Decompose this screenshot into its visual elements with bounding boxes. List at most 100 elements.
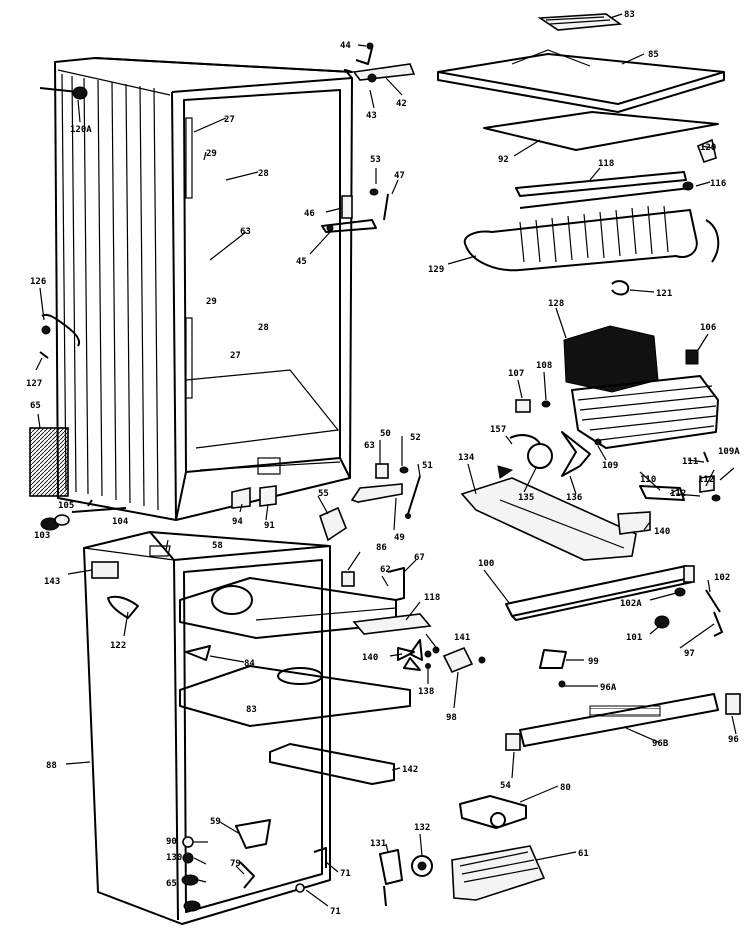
callout-28-mid: 28 <box>258 323 269 333</box>
callout-127: 127 <box>26 379 42 389</box>
callout-113: 134 <box>458 453 475 463</box>
kickplate-group <box>379 693 741 907</box>
callout-120: 120 <box>700 143 716 153</box>
callout-28-top: 28 <box>258 169 269 179</box>
condenser-coils <box>577 385 717 441</box>
callout-104: 104 <box>112 517 129 527</box>
upper-cabinet <box>54 57 353 521</box>
callout-122: 122 <box>110 641 126 651</box>
callout-130: 131 <box>370 839 386 849</box>
callout-92: 92 <box>498 155 509 165</box>
callout-118-low: 118 <box>424 593 440 603</box>
callout-136: 109 <box>602 461 618 471</box>
fan-group <box>397 639 486 674</box>
callout-67: 67 <box>414 553 425 563</box>
callout-118: 118 <box>598 159 614 169</box>
callout-29-top: 29 <box>206 149 217 159</box>
callout-97: 97 <box>684 649 695 659</box>
bottom-parts <box>181 819 327 912</box>
callout-132: 61 <box>578 849 589 859</box>
callout-80: 59 <box>210 817 221 827</box>
callout-103: 103 <box>34 531 50 541</box>
callout-45: 45 <box>296 257 307 267</box>
callout-44: 44 <box>340 41 351 51</box>
callout-84: 84 <box>244 659 255 669</box>
callout-29-mid: 29 <box>206 297 217 307</box>
evaporator-group <box>463 171 720 296</box>
callout-42: 42 <box>396 99 407 109</box>
callout-54: 88 <box>46 761 57 771</box>
callout-106: 106 <box>700 323 716 333</box>
callout-65: 65 <box>30 401 41 411</box>
callout-49: 49 <box>394 533 405 543</box>
callout-138: 98 <box>446 713 457 723</box>
callout-50: 50 <box>380 429 391 439</box>
callout-83: 83 <box>624 10 635 20</box>
callout-46: 46 <box>304 209 315 219</box>
callout-71: 71 <box>330 907 341 917</box>
condenser-fan-group <box>460 431 637 561</box>
callout-27-top: 27 <box>224 115 235 125</box>
callout-65-low: 65 <box>166 879 177 889</box>
callout-134: 135 <box>518 493 534 503</box>
evaporator-fins <box>519 205 669 263</box>
callout-105: 105 <box>58 501 74 511</box>
callout-116: 116 <box>710 179 726 189</box>
callout-labels: 83 85 44 42 43 120A 27 29 28 92 120 53 4… <box>26 10 740 917</box>
callout-112: 112 <box>670 489 686 499</box>
callout-91: 91 <box>264 521 275 531</box>
callout-58: 58 <box>212 541 223 551</box>
callout-140: 141 <box>454 633 470 643</box>
callout-139-fan: 140 <box>362 653 378 663</box>
leader-lines <box>35 13 737 907</box>
callout-47: 47 <box>394 171 405 181</box>
callout-128: 128 <box>548 299 564 309</box>
callout-96A: 96 <box>728 735 739 745</box>
callout-86: 86 <box>376 543 387 553</box>
compressor-group <box>515 325 719 449</box>
freezer-shelves <box>179 567 432 785</box>
callout-101: 101 <box>626 633 642 643</box>
callout-120A: 120A <box>70 125 92 135</box>
cabinet-side-ribs <box>61 73 159 511</box>
callout-102A: 102A <box>620 599 642 609</box>
center-hinge-group <box>321 188 421 519</box>
callout-111: 111 <box>682 457 698 467</box>
callout-108: 108 <box>536 361 552 371</box>
callout-131: 132 <box>414 823 430 833</box>
callout-110: 112 <box>698 475 714 485</box>
callout-141: 138 <box>418 687 434 697</box>
callout-85: 85 <box>648 50 659 60</box>
callout-102: 102 <box>714 573 730 583</box>
callout-96: 96B <box>652 739 669 749</box>
callout-98: 99 <box>588 657 599 667</box>
callout-143: 143 <box>44 577 60 587</box>
callout-63-top: 63 <box>240 227 251 237</box>
callout-121: 121 <box>656 289 672 299</box>
callout-100: 100 <box>478 559 494 569</box>
right-brackets <box>617 451 721 535</box>
callout-107: 107 <box>508 369 524 379</box>
callout-126: 126 <box>30 277 46 287</box>
callout-157: 157 <box>490 425 506 435</box>
callout-109: 110 <box>640 475 656 485</box>
callout-43: 43 <box>366 111 377 121</box>
left-small-parts <box>40 485 347 542</box>
callout-99: 96A <box>600 683 617 693</box>
callout-142: 80 <box>560 783 571 793</box>
callout-27-mid: 27 <box>230 351 241 361</box>
callout-109A: 109A <box>718 447 740 457</box>
callout-139: 140 <box>654 527 670 537</box>
callout-83-low: 83 <box>246 705 257 715</box>
callout-94: 94 <box>232 517 243 527</box>
callout-62: 62 <box>380 565 391 575</box>
callout-61: 79 <box>230 859 241 869</box>
callout-63: 63 <box>364 441 375 451</box>
callout-59: 130 <box>166 853 182 863</box>
callout-79: 71 <box>340 869 351 879</box>
callout-53: 53 <box>370 155 381 165</box>
top-hinge-group <box>352 42 416 83</box>
callout-96B: 54 <box>500 781 511 791</box>
callout-129: 129 <box>428 265 444 275</box>
